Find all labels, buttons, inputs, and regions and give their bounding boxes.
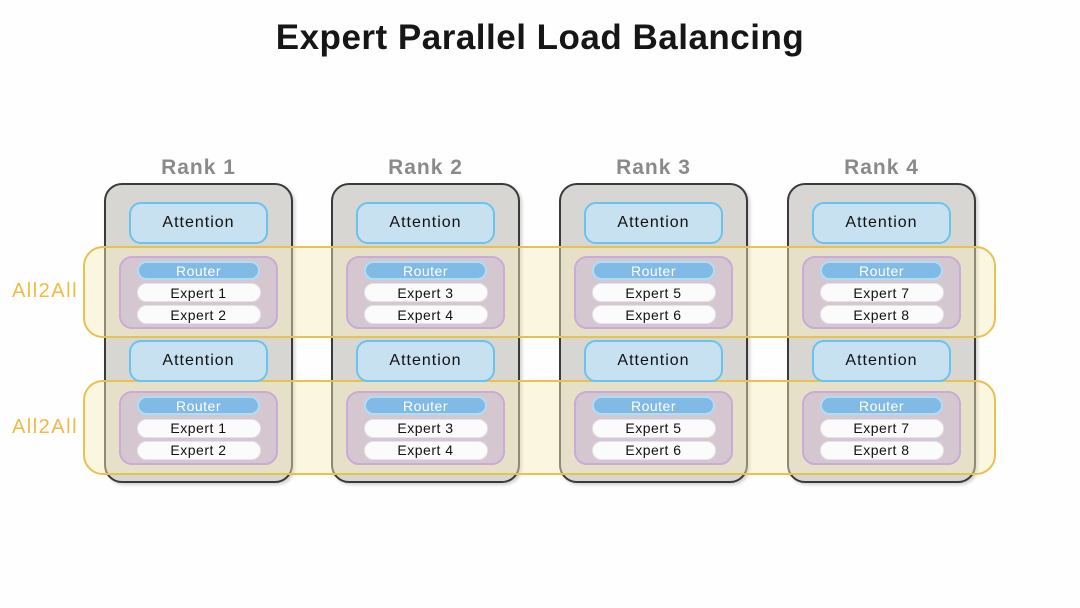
- moe-block: Router Expert 1 Expert 2: [119, 391, 278, 465]
- attention-block: Attention: [812, 340, 951, 382]
- attention-block: Attention: [584, 340, 723, 382]
- expert-block: Expert 6: [591, 305, 716, 324]
- expert-block: Expert 5: [591, 418, 716, 438]
- expert-block: Expert 4: [363, 440, 488, 460]
- router-block: Router: [137, 261, 260, 280]
- moe-block: Router Expert 5 Expert 6: [574, 256, 733, 329]
- router-block: Router: [137, 396, 260, 416]
- attention-block: Attention: [356, 202, 495, 244]
- expert-block: Expert 5: [591, 283, 716, 302]
- expert-block: Expert 2: [136, 440, 261, 460]
- router-block: Router: [820, 396, 943, 416]
- expert-block: Expert 7: [819, 283, 944, 302]
- attention-block: Attention: [356, 340, 495, 382]
- moe-block: Router Expert 3 Expert 4: [346, 256, 505, 329]
- expert-block: Expert 3: [363, 418, 488, 438]
- rank-label-2: Rank 2: [388, 156, 463, 179]
- rank-label-3: Rank 3: [616, 156, 691, 179]
- rank-column-2: Attention Router Expert 3 Expert 4 Atten…: [331, 183, 520, 483]
- attention-block: Attention: [812, 202, 951, 244]
- moe-block: Router Expert 5 Expert 6: [574, 391, 733, 465]
- router-block: Router: [820, 261, 943, 280]
- expert-block: Expert 8: [819, 440, 944, 460]
- rank-column-1: Attention Router Expert 1 Expert 2 Atten…: [104, 183, 293, 483]
- moe-block: Router Expert 3 Expert 4: [346, 391, 505, 465]
- page-title: Expert Parallel Load Balancing: [275, 18, 805, 57]
- router-block: Router: [364, 396, 487, 416]
- expert-block: Expert 3: [363, 283, 488, 302]
- router-block: Router: [592, 396, 715, 416]
- attention-block: Attention: [129, 202, 268, 244]
- expert-block: Expert 8: [819, 305, 944, 324]
- expert-block: Expert 4: [363, 305, 488, 324]
- router-block: Router: [364, 261, 487, 280]
- moe-block: Router Expert 7 Expert 8: [802, 256, 961, 329]
- rank-label-4: Rank 4: [844, 156, 919, 179]
- expert-block: Expert 2: [136, 305, 261, 324]
- rank-column-4: Attention Router Expert 7 Expert 8 Atten…: [787, 183, 976, 483]
- router-block: Router: [592, 261, 715, 280]
- attention-block: Attention: [129, 340, 268, 382]
- expert-block: Expert 7: [819, 418, 944, 438]
- rank-label-1: Rank 1: [161, 156, 236, 179]
- moe-block: Router Expert 7 Expert 8: [802, 391, 961, 465]
- expert-block: Expert 1: [136, 418, 261, 438]
- expert-block: Expert 6: [591, 440, 716, 460]
- rank-column-3: Attention Router Expert 5 Expert 6 Atten…: [559, 183, 748, 483]
- moe-block: Router Expert 1 Expert 2: [119, 256, 278, 329]
- all2all-label-bottom: All2All: [11, 416, 79, 438]
- attention-block: Attention: [584, 202, 723, 244]
- all2all-label-top: All2All: [11, 280, 79, 302]
- expert-block: Expert 1: [136, 283, 261, 302]
